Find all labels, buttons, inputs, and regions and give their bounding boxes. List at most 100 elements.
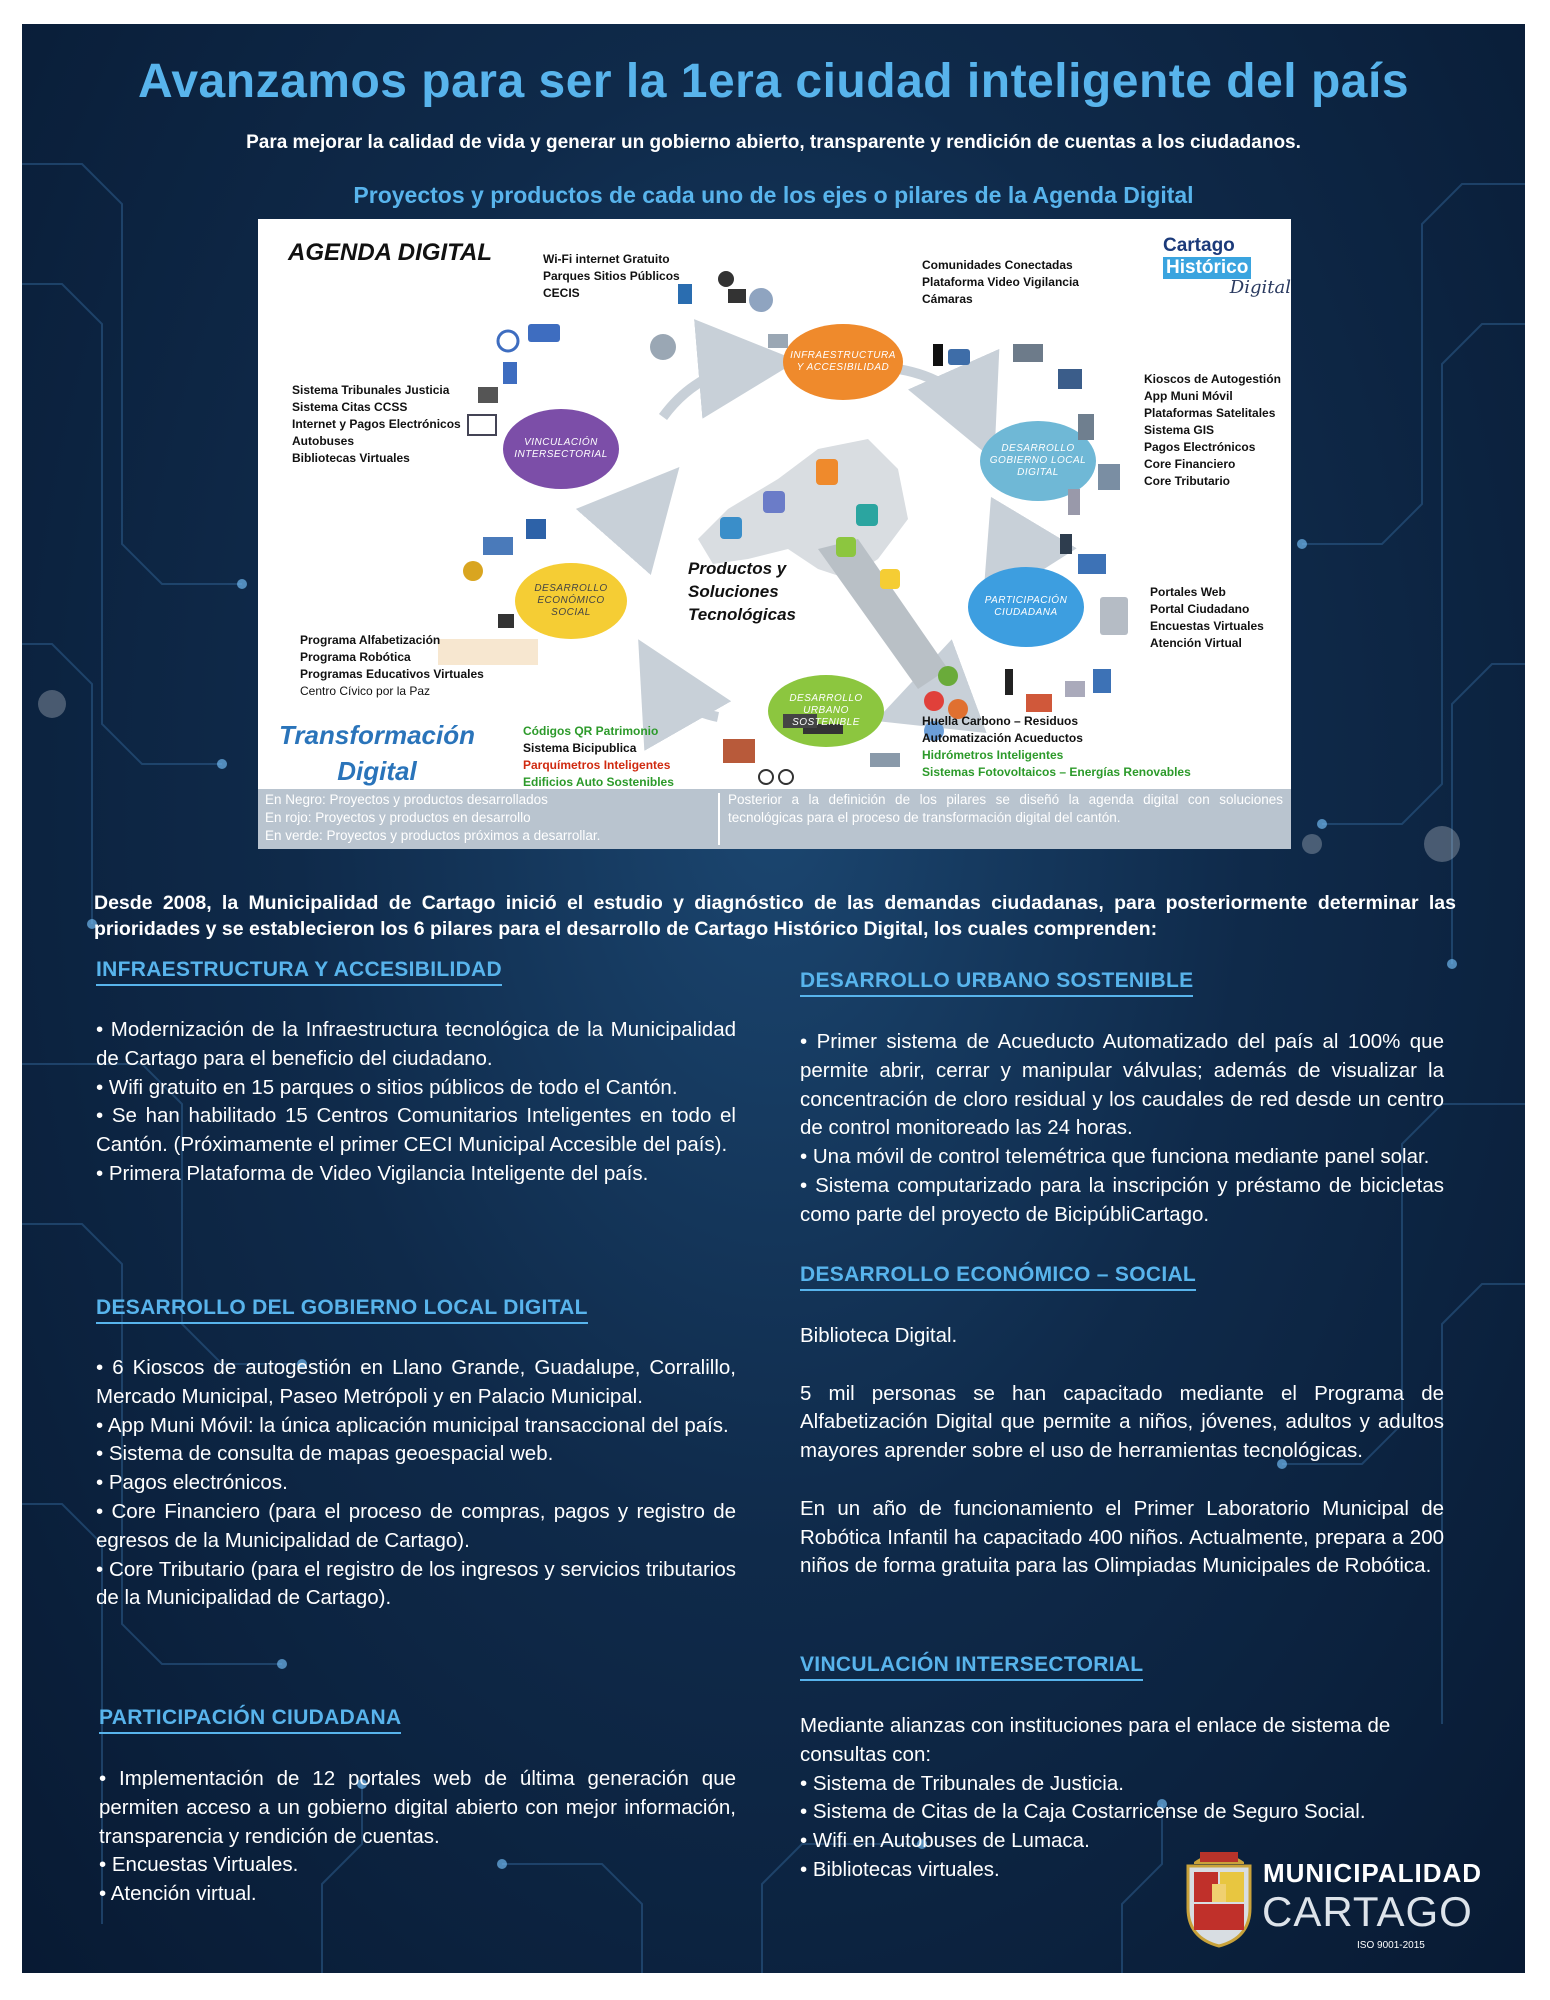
list-infra-right: Comunidades Conectadas Plataforma Video … [922,257,1079,308]
paragraph: En un año de funcionamiento el Primer La… [800,1496,1444,1578]
logo-digital: Digital [1229,277,1291,298]
pillar-infraestructura-label: INFRAESTRUCTURA Y ACCESIBILIDAD [785,350,901,374]
pillar-urbano-circle [768,675,884,747]
list-item: Hidrómetros Inteligentes [922,748,1064,762]
list-urbano-center: Códigos QR Patrimonio Sistema Bicipublic… [523,723,674,791]
center-label-line: Productos y [688,559,787,578]
paragraph: Biblioteca Digital. [800,1324,958,1347]
page-subtitle: Para mejorar la calidad de vida y genera… [246,132,1301,153]
list-urbano: Huella Carbono – Residuos Automatización… [922,713,1191,781]
logo-cartago: Cartago [1163,235,1235,256]
pillar-infraestructura-circle [783,324,903,400]
app-icon-4 [856,504,878,526]
logo-municipalidad-text: MUNICIPALIDAD [1263,1858,1483,1888]
bullet-item: • Sistema de Citas de la Caja Costarrice… [800,1800,1366,1824]
bullet-item: • App Muni Móvil: la única aplicación mu… [96,1413,729,1437]
center-label: Productos y Soluciones Tecnológicas [688,557,796,626]
center-label-line: Soluciones [688,582,779,601]
page-title: Avanzamos para ser la 1era ciudad inteli… [137,55,1410,108]
transf-line: Digital [337,756,417,786]
list-item: Internet y Pagos Electrónicos [292,417,461,431]
circuit-background [22,163,1525,1973]
legend-line: En rojo: Proyectos y productos en desarr… [265,810,531,825]
body-urbano: • Primer sistema de Acueducto Automatiza… [800,1028,1444,1230]
list-item: Plataformas Satelitales [1144,406,1276,420]
bullet-item: • Encuestas Virtuales. [99,1853,299,1877]
pillar-label-line: DESARROLLO [789,693,863,704]
list-item: Programa Alfabetización [300,633,441,647]
list-item: Autobuses [292,434,355,448]
bullet-item: • Wifi gratuito en 15 parques o sitios p… [96,1075,678,1099]
list-item: Comunidades Conectadas [922,258,1073,272]
app-icon-5 [836,537,856,557]
heading-gobierno-local: DESARROLLO DEL GOBIERNO LOCAL DIGITAL [96,1296,588,1324]
list-item: Programas Educativos Virtuales [300,667,484,681]
bullet-item: • Se han habilitado 15 Centros Comunitar… [96,1104,736,1157]
pillar-label-line: ECONÓMICO [537,595,605,606]
list-participacion: Portales Web Portal Ciudadano Encuestas … [1150,584,1264,652]
legend-line: En verde: Proyectos y productos próximos… [265,828,601,843]
list-item: Core Tributario [1144,474,1231,488]
bullet-item: • Modernización de la Infraestructura te… [96,1018,736,1070]
pillar-economico-circle [515,563,627,639]
pillar-economico-label: DESARROLLO ECONÓMICO SOCIAL [515,583,627,619]
list-item: Bibliotecas Virtuales [292,451,410,465]
pillar-gobierno-circle [980,421,1096,501]
legend-line: En Negro: Proyectos y productos desarrol… [265,792,548,807]
app-icon-6 [880,569,900,589]
bullet-item: • Core Tributario (para el registro de l… [96,1557,736,1610]
bullet-item: • Implementación de 12 portales web de ú… [99,1767,736,1848]
pillar-urbano-label: DESARROLLO URBANO SOSTENIBLE [768,693,884,729]
pillar-label-line: URBANO [803,705,849,716]
body-economico: Biblioteca Digital. 5 mil personas se ha… [800,1322,1444,1581]
poster: Avanzamos para ser la 1era ciudad inteli… [22,24,1525,1973]
pillar-label-line: VINCULACIÓN [524,437,598,448]
list-item: CECIS [543,286,580,300]
pillar-label-line: INFRAESTRUCTURA [790,350,896,361]
list-vinculacion: Sistema Tribunales Justicia Sistema Cita… [292,382,461,467]
bullet-item: • Primera Plataforma de Video Vigilancia… [96,1161,649,1185]
road-shape [818,539,948,689]
agenda-section-title: Proyectos y productos de cada uno de los… [353,182,1194,208]
legend-note: Posterior a la definición de los pilares… [728,792,1283,825]
legend-color-key: En Negro: Proyectos y productos desarrol… [265,791,705,845]
heading-infraestructura: INFRAESTRUCTURA Y ACCESIBILIDAD [96,958,502,986]
pillar-participacion-label: PARTICIPACIÓN CIUDADANA [968,595,1084,619]
heading-participacion: PARTICIPACIÓN CIUDADANA [99,1706,402,1734]
pillar-label-line: SOCIAL [551,607,591,618]
agenda-digital-diagram: AGENDA DIGITAL Cartago Histórico Digital… [258,219,1291,789]
transformacion-digital-label: Transformación Digital [272,717,482,789]
bullet-item: • Una móvil de control telemétrica que f… [800,1145,1430,1169]
list-item: Plataforma Video Vigilancia [922,275,1079,289]
list-item: Parques Sitios Públicos [543,269,680,283]
app-icon-1 [720,517,742,539]
list-item: Parquímetros Inteligentes [523,758,671,772]
diagram-legend: En Negro: Proyectos y productos desarrol… [258,789,1291,849]
bullet-item: • Atención virtual. [99,1882,257,1906]
bullet-item: • Sistema de consulta de mapas geoespaci… [96,1442,554,1466]
pillar-label-line: SOSTENIBLE [792,717,860,728]
app-icon-3 [816,459,838,485]
paragraph: 5 mil personas se han capacitado mediant… [800,1381,1444,1463]
heading-urbano: DESARROLLO URBANO SOSTENIBLE [800,969,1194,997]
list-item: Sistema Citas CCSS [292,400,408,414]
list-infra-left: Wi-Fi internet Gratuito Parques Sitios P… [543,251,680,302]
transf-line: Transformación [278,720,475,750]
list-item: Pagos Electrónicos [1144,440,1256,454]
pillar-gobierno-label: DESARROLLO GOBIERNO LOCAL DIGITAL [980,443,1096,479]
list-item: Sistema GIS [1144,423,1215,437]
paragraph: Mediante alianzas con instituciones para… [800,1714,1391,1766]
decorative-icons [438,271,1128,785]
pillar-label-line: DESARROLLO [1001,443,1075,454]
list-item: Automatización Acueductos [922,731,1083,745]
list-item: Sistema Bicipublica [523,741,637,755]
app-icon-2 [763,491,785,513]
pillar-label-line: DIGITAL [1017,467,1059,478]
heading-vinculacion: VINCULACIÓN INTERSECTORIAL [800,1653,1144,1681]
list-item: Huella Carbono – Residuos [922,714,1079,728]
logo-cartago-text: CARTAGO [1262,1888,1473,1935]
bullet-item: • Pagos electrónicos. [96,1471,288,1495]
list-item: Códigos QR Patrimonio [523,724,659,738]
bullet-item: • Primer sistema de Acueducto Automatiza… [800,1030,1444,1140]
bullet-item: • Sistema de Tribunales de Justicia. [800,1771,1124,1795]
